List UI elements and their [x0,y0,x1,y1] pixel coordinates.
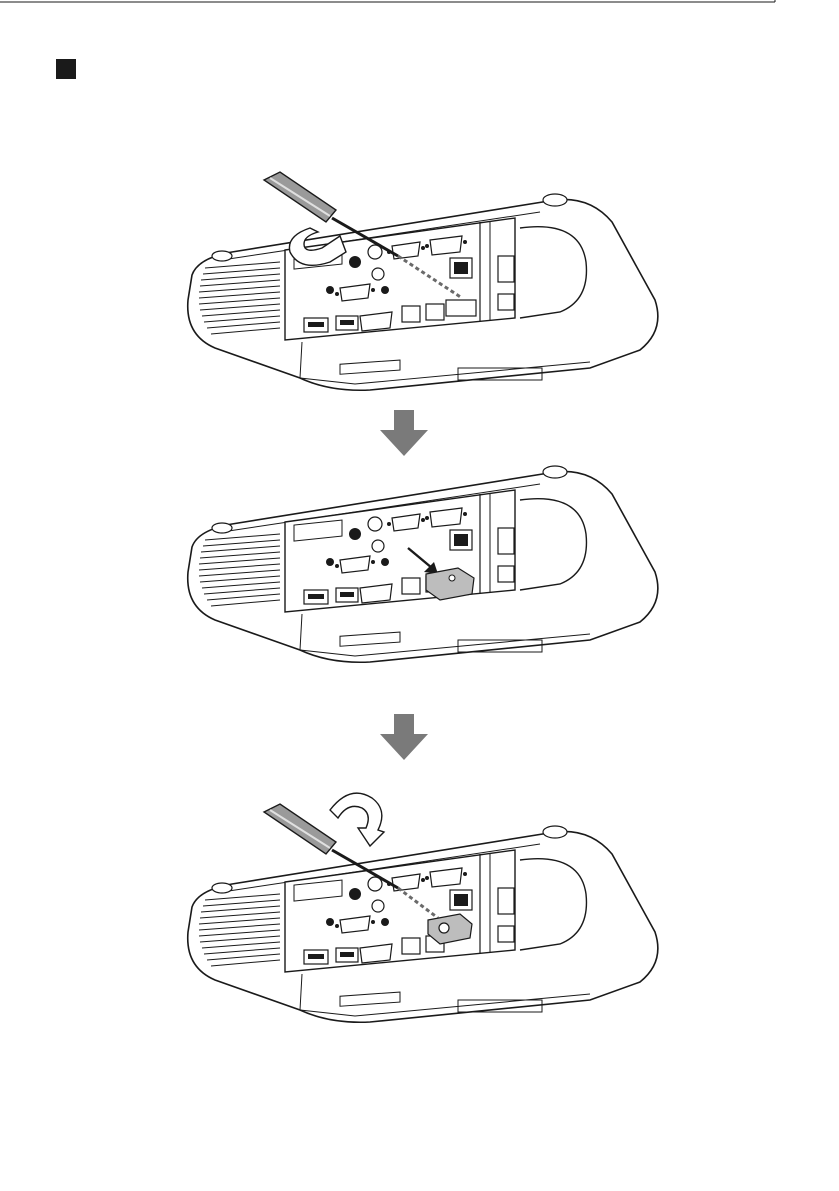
screw-icon [439,923,449,933]
rotate-clockwise-arrow-icon [330,793,384,846]
cable-cover-icon [428,914,472,944]
cable-cover-icon [426,568,474,600]
step-3-tighten-screw-illustration [0,632,839,1052]
step-2-attach-cover-illustration [0,272,839,692]
projector-drawing [188,826,658,1022]
